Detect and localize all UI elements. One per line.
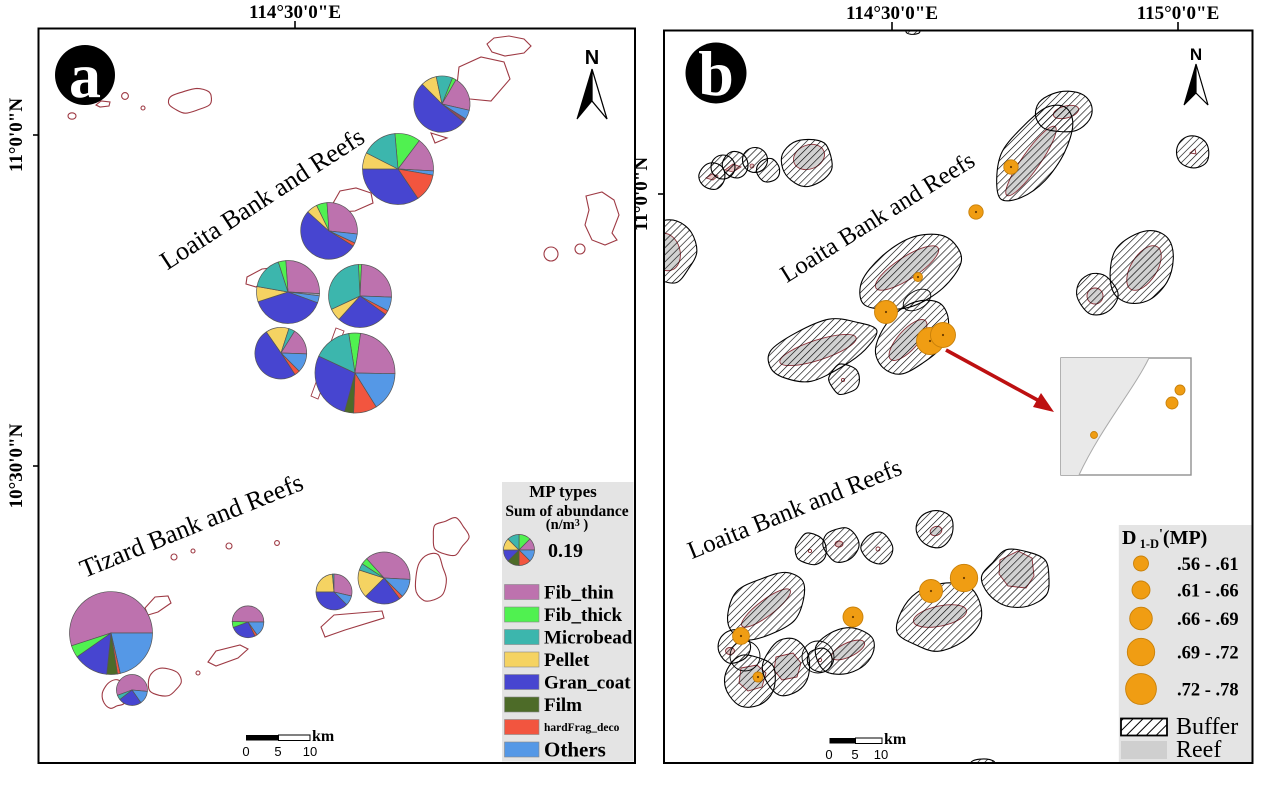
- svg-text:km: km: [884, 731, 907, 748]
- svg-text:Microbead: Microbead: [544, 627, 633, 648]
- svg-text:.66 - .69: .66 - .69: [1177, 610, 1239, 630]
- svg-text:Sum of abundance: Sum of abundance: [505, 503, 628, 520]
- svg-text:5: 5: [274, 744, 281, 759]
- svg-text:a: a: [69, 40, 101, 111]
- svg-text:Reef: Reef: [1176, 737, 1221, 763]
- svg-text:11°0'0"N: 11°0'0"N: [631, 157, 652, 231]
- svg-text:115°0'0"E: 115°0'0"E: [1137, 3, 1220, 24]
- svg-text:N: N: [1190, 45, 1202, 64]
- svg-text:hardFrag_deco: hardFrag_deco: [544, 722, 620, 734]
- svg-text:0.19: 0.19: [548, 540, 583, 562]
- svg-text:0: 0: [825, 747, 832, 762]
- svg-text:D 1-D'(MP): D 1-D'(MP): [1122, 527, 1207, 551]
- svg-text:b: b: [698, 38, 734, 109]
- svg-text:.72 - .78: .72 - .78: [1177, 681, 1239, 701]
- svg-text:10: 10: [303, 744, 317, 759]
- svg-text:Gran_coat: Gran_coat: [544, 672, 631, 693]
- svg-text:114°30'0"E: 114°30'0"E: [249, 2, 341, 23]
- svg-text:114°30'0"E: 114°30'0"E: [846, 3, 938, 24]
- svg-text:Film: Film: [544, 695, 582, 716]
- svg-text:10: 10: [874, 747, 888, 762]
- svg-text:.61 - .66: .61 - .66: [1177, 582, 1239, 602]
- svg-text:km: km: [312, 728, 335, 745]
- svg-text:10°30'0"N: 10°30'0"N: [6, 423, 27, 508]
- svg-text:Pellet: Pellet: [544, 650, 590, 671]
- svg-text:MP types: MP types: [529, 482, 597, 501]
- svg-text:0: 0: [242, 744, 249, 759]
- svg-text:.69 - .72: .69 - .72: [1177, 644, 1239, 664]
- svg-text:Others: Others: [544, 737, 606, 761]
- svg-text:Fib_thin: Fib_thin: [544, 582, 614, 603]
- svg-text:N: N: [585, 47, 599, 69]
- svg-text:Buffer: Buffer: [1176, 714, 1238, 740]
- svg-text:5: 5: [851, 747, 858, 762]
- svg-text:11°0'0"N: 11°0'0"N: [6, 98, 27, 172]
- svg-text:.56 - .61: .56 - .61: [1177, 555, 1239, 575]
- svg-text:Fib_thick: Fib_thick: [544, 605, 623, 626]
- svg-text:(n/m3 ): (n/m3 ): [546, 517, 589, 533]
